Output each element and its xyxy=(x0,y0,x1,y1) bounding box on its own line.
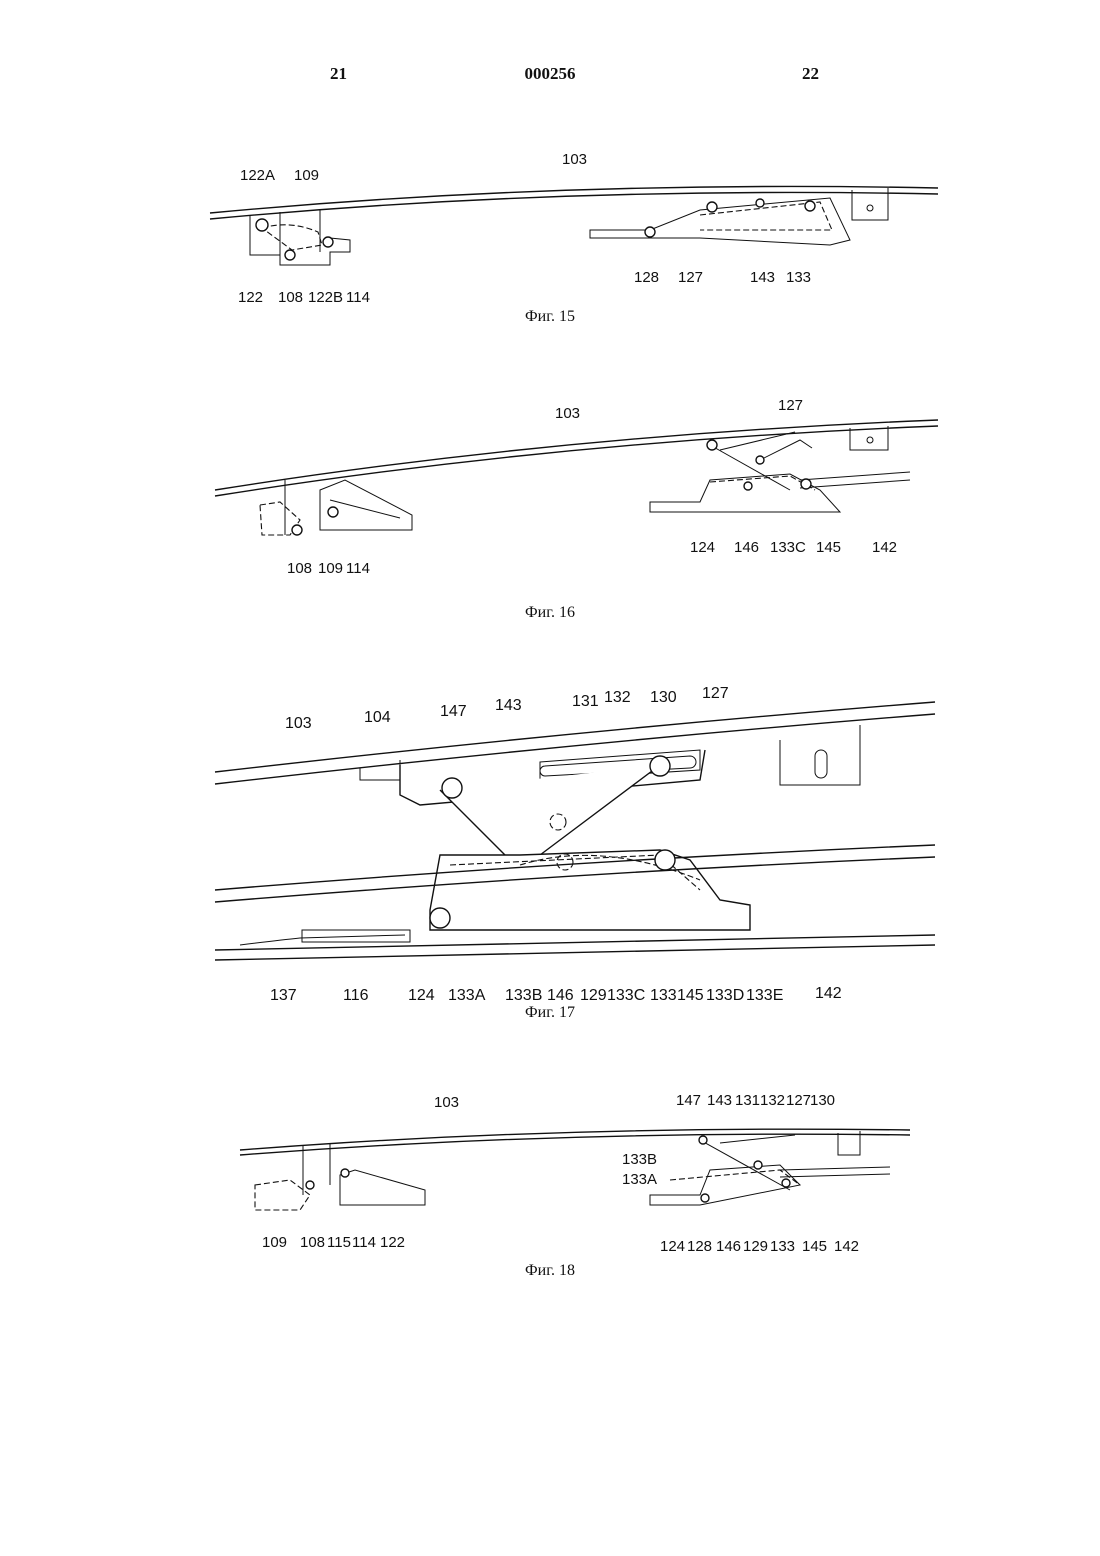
figure-18-label-4: 131 xyxy=(735,1092,760,1109)
figure-18-label-15: 124 xyxy=(660,1238,685,1255)
figure-16-label-6: 124 xyxy=(690,539,715,556)
figure-17-label-13: 133B xyxy=(505,987,542,1004)
figure-15-label-9: 127 xyxy=(678,269,703,286)
figure-17-label-12: 133A xyxy=(448,987,486,1004)
figure-16-label-7: 146 xyxy=(734,539,759,556)
figure-17-label-2: 104 xyxy=(364,709,391,726)
figure-15-label-4: 122 xyxy=(238,289,263,306)
figure-18-label-14: 122 xyxy=(380,1234,405,1251)
figure-18-label-8: 133B xyxy=(622,1151,657,1168)
figure-18-label-6: 127 xyxy=(786,1092,811,1109)
figure-18-drawing: 103 147 143 131 132 127 130 133B 133A 10… xyxy=(0,1085,1100,1260)
figure-18-label-17: 146 xyxy=(716,1238,741,1255)
figure-17-label-10: 116 xyxy=(343,987,369,1004)
figure-16-label-10: 142 xyxy=(872,539,897,556)
figure-15: 103 122A 109 122 108 122B 114 128 127 14… xyxy=(0,140,1100,340)
figure-18-label-18: 129 xyxy=(743,1238,768,1255)
figure-18-label-9: 133A xyxy=(622,1171,657,1188)
figure-15-caption: Фиг. 15 xyxy=(0,308,1100,326)
figure-15-label-8: 128 xyxy=(634,269,659,286)
figure-16-label-8: 133C xyxy=(770,539,806,556)
figure-18-label-12: 115 xyxy=(327,1234,351,1251)
figure-17-label-9: 137 xyxy=(270,987,297,1004)
figure-17-label-7: 130 xyxy=(650,689,677,706)
figure-18-label-21: 142 xyxy=(834,1238,859,1255)
figure-17-drawing: 103 104 147 143 131 132 130 127 137 116 … xyxy=(0,680,1100,1010)
figure-17-label-16: 133C xyxy=(607,987,645,1004)
figure-17-label-6: 132 xyxy=(604,689,631,706)
figure-17-label-14: 146 xyxy=(547,987,574,1004)
figure-15-label-2: 122A xyxy=(240,167,275,184)
figure-18-label-16: 128 xyxy=(687,1238,712,1255)
figure-15-label-10: 143 xyxy=(750,269,775,286)
figure-16-drawing: 103 127 108 109 114 124 146 133C 145 142 xyxy=(0,390,1100,590)
figure-15-label-1: 103 xyxy=(562,151,587,168)
figure-18-label-11: 108 xyxy=(300,1234,325,1251)
figure-15-label-6: 122B xyxy=(308,289,343,306)
figure-18-label-1: 103 xyxy=(434,1094,459,1111)
figure-18-label-3: 143 xyxy=(707,1092,732,1109)
figure-18-label-19: 133 xyxy=(770,1238,795,1255)
figure-15-label-7: 114 xyxy=(346,289,370,306)
figure-17-label-20: 133E xyxy=(746,987,783,1004)
figure-16-label-9: 145 xyxy=(816,539,841,556)
document-number: 000256 xyxy=(0,64,1100,84)
figure-17-label-21: 142 xyxy=(815,985,842,1002)
figure-15-label-3: 109 xyxy=(294,167,319,184)
figure-18-label-13: 114 xyxy=(352,1234,376,1251)
page-number-right: 22 xyxy=(802,64,819,84)
figure-18-label-10: 109 xyxy=(262,1234,287,1251)
figure-18-label-2: 147 xyxy=(676,1092,701,1109)
figure-17-label-11: 124 xyxy=(408,987,435,1004)
figure-17-label-15: 129 xyxy=(580,987,607,1004)
figure-18-caption: Фиг. 18 xyxy=(0,1262,1100,1280)
figure-16-label-4: 109 xyxy=(318,560,343,577)
figure-17-label-8: 127 xyxy=(702,685,729,702)
figure-17-label-17: 133 xyxy=(650,987,677,1004)
figure-17-label-18: 145 xyxy=(677,987,704,1004)
figure-17-label-1: 103 xyxy=(285,715,312,732)
figure-17-label-4: 143 xyxy=(495,697,522,714)
figure-16-label-3: 108 xyxy=(287,560,312,577)
figure-16-label-5: 114 xyxy=(346,560,370,577)
figure-15-label-11: 133 xyxy=(786,269,811,286)
figure-18-label-20: 145 xyxy=(802,1238,827,1255)
figure-17: 103 104 147 143 131 132 130 127 137 116 … xyxy=(0,680,1100,1030)
figure-17-label-3: 147 xyxy=(440,703,467,720)
figure-16-label-1: 103 xyxy=(555,405,580,422)
figure-15-drawing: 103 122A 109 122 108 122B 114 128 127 14… xyxy=(0,140,1100,310)
figure-18-label-5: 132 xyxy=(760,1092,785,1109)
figure-16-label-2: 127 xyxy=(778,397,803,414)
figure-15-label-5: 108 xyxy=(278,289,303,306)
figure-18-label-7: 130 xyxy=(810,1092,835,1109)
figure-17-label-19: 133D xyxy=(706,987,744,1004)
figure-17-caption: Фиг. 17 xyxy=(0,1004,1100,1022)
figure-16: 103 127 108 109 114 124 146 133C 145 142… xyxy=(0,390,1100,630)
figure-16-caption: Фиг. 16 xyxy=(0,604,1100,622)
figure-18: 103 147 143 131 132 127 130 133B 133A 10… xyxy=(0,1085,1100,1285)
figure-17-label-5: 131 xyxy=(572,693,599,710)
